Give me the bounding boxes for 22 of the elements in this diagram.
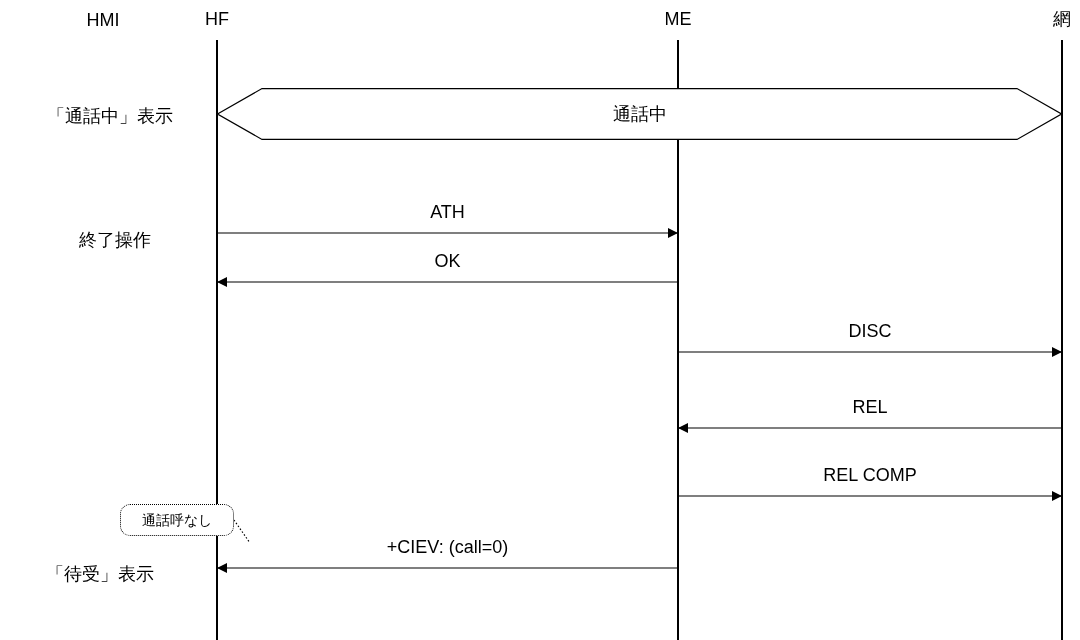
callout-tail [233,519,251,544]
message-arrow [216,228,679,238]
message-arrow [677,347,1063,357]
edge-label: ATH [430,201,465,224]
callout: 通話呼なし [120,504,234,536]
action-label: 終了操作 [79,229,151,252]
edge-label: +CIEV: (call=0) [386,536,509,559]
state-band: 通話中 [217,88,1062,140]
edge-label: REL COMP [823,464,917,487]
edge-label: DISC [848,320,892,343]
edge-label: OK [434,250,461,273]
message-arrow [677,491,1063,501]
message-arrow [216,563,679,573]
action-label: 「待受」表示 [46,563,154,586]
action-label: 「通話中」表示 [47,105,173,128]
message-arrow [216,277,679,287]
edge-label: REL [852,396,888,419]
message-arrow [677,423,1063,433]
lifeline-header: HF [204,8,230,30]
actor-label: HMI [86,9,120,32]
lifeline-header: 網 [1052,8,1072,30]
lifeline-header: ME [663,8,693,30]
